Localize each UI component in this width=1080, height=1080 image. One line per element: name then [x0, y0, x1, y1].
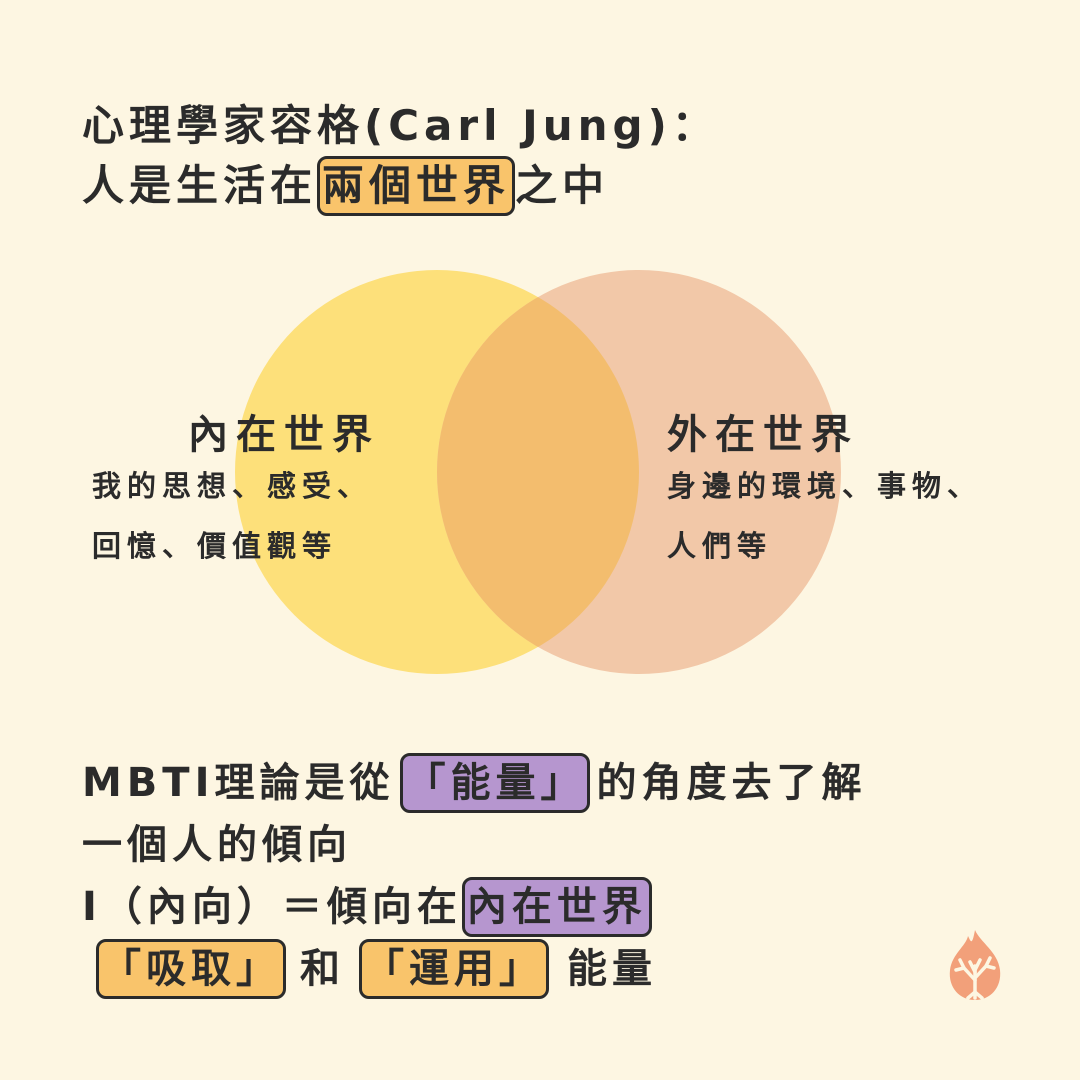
heading-line1: 心理學家容格(Carl Jung)： [82, 101, 719, 150]
line3-before: I（內向）＝傾向在 [82, 884, 462, 930]
heading-line2-before: 人是生活在 [82, 161, 318, 210]
heading-line2-after: 之中 [515, 161, 610, 210]
outer-world-title: 外在世界 [667, 412, 859, 458]
overlap-region [437, 270, 639, 674]
explanation-line2: 一個人的傾向 [82, 822, 352, 868]
inner-world-description: 我的思想、感受、 回憶、價值觀等 [92, 456, 372, 576]
heading-line2: 人是生活在兩個世界之中 [82, 156, 719, 216]
inner-world-desc-line1: 我的思想、感受、 [92, 469, 373, 503]
explanation-line1: MBTI理論是從 「能量」 的角度去了解 [82, 752, 866, 814]
energy-highlight: 「能量」 [400, 753, 591, 813]
two-worlds-highlight: 兩個世界 [317, 156, 516, 216]
explanation-line4: 「吸取」 和 「運用」 能量 [82, 938, 866, 1000]
outer-world-description: 身邊的環境、事物、 人們等 [667, 456, 982, 576]
line4-after: 能量 [567, 946, 657, 992]
outer-world-desc-line2: 人們等 [667, 529, 773, 563]
outer-world-desc-line1: 身邊的環境、事物、 [667, 469, 983, 503]
inner-world-highlight: 內在世界 [461, 877, 652, 937]
mbti-explanation: MBTI理論是從 「能量」 的角度去了解 一個人的傾向 I（內向）＝傾向在 內在… [82, 752, 866, 1000]
flame-tree-icon [949, 930, 1001, 1000]
inner-world-desc-line2: 回憶、價值觀等 [92, 529, 338, 563]
and-word: 和 [300, 946, 345, 992]
line1-before: MBTI理論是從 [82, 760, 395, 806]
explanation-line3: I（內向）＝傾向在 內在世界 [82, 876, 866, 938]
inner-world-title: 內在世界 [188, 412, 380, 458]
absorb-highlight: 「吸取」 [96, 939, 286, 999]
use-highlight: 「運用」 [359, 939, 549, 999]
line1-after: 的角度去了解 [596, 760, 867, 806]
heading: 心理學家容格(Carl Jung)： 人是生活在兩個世界之中 [82, 96, 719, 216]
